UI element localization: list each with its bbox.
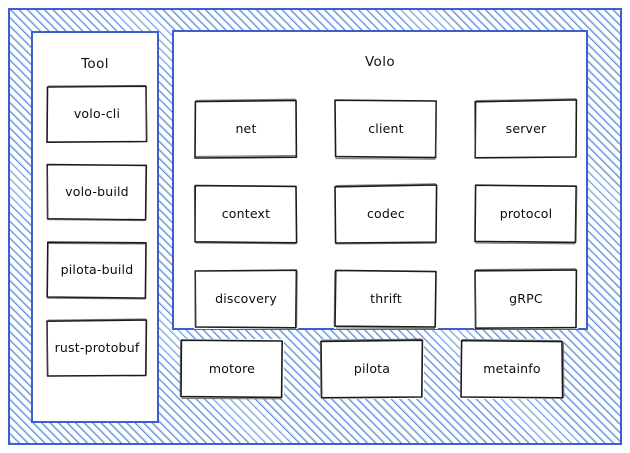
node-label: gRPC — [509, 291, 543, 307]
node-label: context — [221, 206, 271, 222]
node-codec[interactable]: codec — [334, 183, 438, 245]
node-label: pilota — [353, 361, 391, 377]
node-label: rust-protobuf — [54, 340, 140, 356]
node-label: server — [505, 121, 547, 137]
node-context[interactable]: context — [193, 184, 298, 245]
node-label: pilota-build — [60, 262, 134, 278]
node-label: discovery — [215, 291, 277, 307]
tool-panel: Tool volo-cli volo-build — [31, 31, 159, 423]
node-label: codec — [366, 206, 406, 222]
node-thrift[interactable]: thrift — [333, 269, 438, 329]
node-client[interactable]: client — [334, 99, 438, 160]
node-server[interactable]: server — [474, 98, 578, 159]
node-rust-protobuf[interactable]: rust-protobuf — [46, 318, 148, 377]
volo-panel: Volo net client — [172, 30, 588, 330]
node-label: volo-cli — [73, 106, 121, 122]
node-label: net — [235, 121, 257, 137]
node-protocol[interactable]: protocol — [474, 184, 578, 245]
node-net[interactable]: net — [194, 98, 298, 159]
node-label: motore — [208, 361, 256, 377]
node-grpc[interactable]: gRPC — [474, 268, 578, 329]
node-label: protocol — [499, 206, 553, 222]
node-motore[interactable]: motore — [179, 339, 284, 400]
node-pilota[interactable]: pilota — [319, 338, 424, 399]
node-pilota-build[interactable]: pilota-build — [46, 241, 148, 300]
tool-panel-title: Tool — [81, 56, 109, 72]
node-label: thrift — [370, 291, 402, 307]
node-label: client — [368, 121, 404, 137]
node-label: metainfo — [483, 361, 541, 377]
node-metainfo[interactable]: metainfo — [460, 339, 565, 399]
node-discovery[interactable]: discovery — [194, 269, 298, 329]
node-volo-build[interactable]: volo-build — [46, 163, 148, 222]
node-volo-cli[interactable]: volo-cli — [46, 84, 148, 143]
volo-panel-title: Volo — [364, 54, 396, 70]
node-label: volo-build — [65, 184, 129, 200]
outer-hatched-container: Tool volo-cli volo-build — [8, 8, 622, 445]
